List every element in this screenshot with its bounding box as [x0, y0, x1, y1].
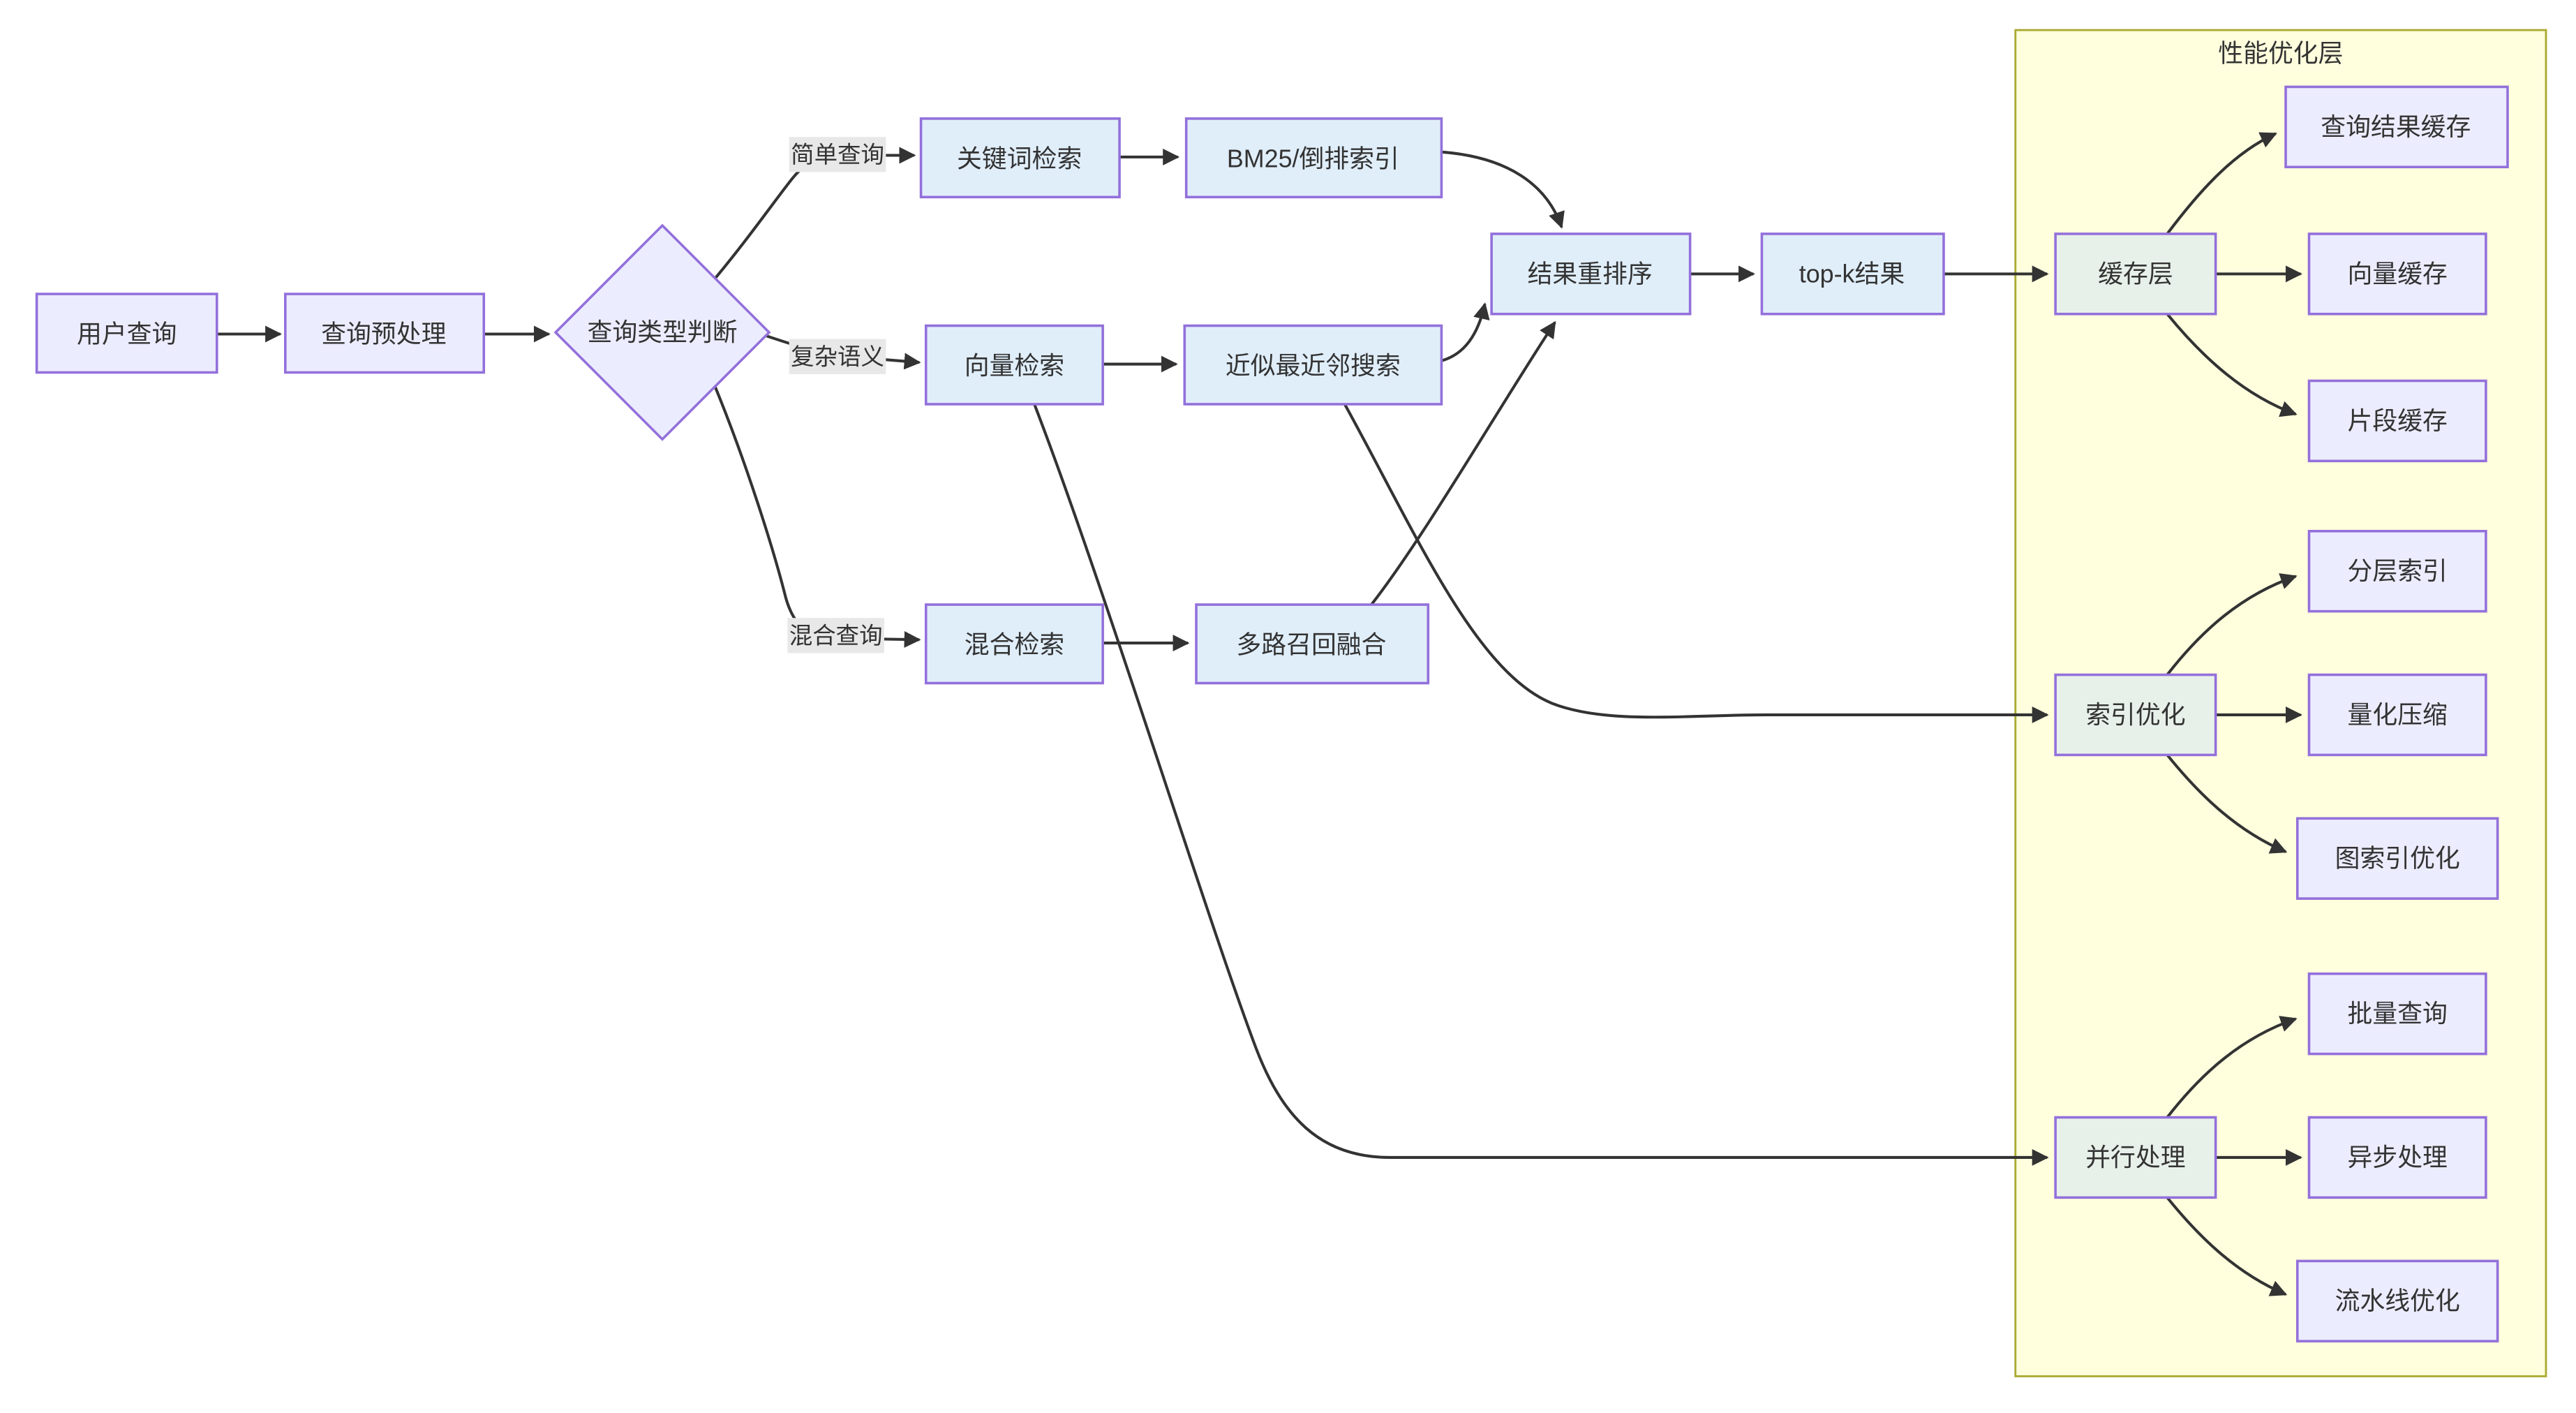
edge-label-hybrid-query: 混合查询 [787, 618, 884, 653]
node-idxopt-label: 索引优化 [2085, 701, 2185, 729]
edge-bm25-to-rerank [1441, 150, 1565, 229]
node-decision-diamond: 查询类型判断 [553, 223, 771, 441]
node-preprocess-label: 查询预处理 [321, 320, 446, 348]
node-keyword-retrieval: 关键词检索 [919, 117, 1121, 199]
cluster-title: 性能优化层 [2218, 40, 2343, 68]
node-ann-box [1183, 324, 1443, 406]
node-parallel-label: 并行处理 [2085, 1144, 2185, 1171]
edge-label-simple-query: 简单查询 [789, 137, 886, 172]
node-vector-label: 向量检索 [965, 352, 1064, 380]
node-hybrid-label: 混合检索 [965, 630, 1064, 658]
node-bm25-inverted-index: BM25/倒排索引 [1184, 117, 1443, 199]
node-keyword-label: 关键词检索 [957, 145, 1082, 172]
node-user-query-label: 用户查询 [77, 320, 177, 348]
node-fragment-cache: 片段缓存 [2307, 379, 2487, 463]
node-idxopt-box [2054, 673, 2217, 757]
node-layer: 用户查询 查询预处理 查询类型判断 关键词检索 BM25/倒排索引 向量检索 近… [35, 85, 2509, 1342]
edge-label-complex-text: 复杂语义 [791, 344, 884, 370]
edge-label-hybrid-bg [787, 618, 884, 653]
node-asyncp-box [2307, 1116, 2487, 1199]
node-rerank-label: 结果重排序 [1528, 260, 1653, 288]
node-keyword-box [919, 117, 1121, 199]
node-qcache-label: 查询结果缓存 [2321, 113, 2471, 141]
node-bm25-box [1184, 117, 1443, 199]
node-quant-label: 量化压缩 [2348, 701, 2448, 729]
node-async-processing: 异步处理 [2307, 1116, 2487, 1199]
edge-label-complex-bg [789, 339, 886, 374]
node-hybrid-retrieval: 混合检索 [924, 603, 1104, 685]
node-qcache-box [2284, 85, 2509, 169]
node-hieridx-box [2307, 530, 2487, 613]
node-rerank-box [1490, 232, 1692, 316]
edge-cache-to-fcache [2166, 313, 2298, 417]
node-batch-label: 批量查询 [2348, 1000, 2448, 1028]
node-topk-results: top-k结果 [1760, 232, 1945, 316]
node-vcache-box [2307, 232, 2487, 316]
edge-label-hybrid-text: 混合查询 [789, 623, 883, 649]
node-vector-box [924, 324, 1104, 406]
node-multipath-fusion: 多路召回融合 [1195, 603, 1430, 685]
edge-fusion-to-rerank [1370, 320, 1556, 606]
node-bm25-label: BM25/倒排索引 [1227, 145, 1399, 172]
node-quant-box [2307, 673, 2487, 757]
node-hybrid-box [924, 603, 1104, 685]
node-batch-query: 批量查询 [2307, 972, 2487, 1056]
node-graphidx-label: 图索引优化 [2335, 845, 2460, 873]
edge-label-simple-bg [789, 137, 886, 172]
node-pipeline-box [2295, 1259, 2499, 1342]
node-cache-label: 缓存层 [2098, 260, 2173, 288]
node-fcache-label: 片段缓存 [2348, 407, 2448, 435]
node-cache-box [2054, 232, 2217, 316]
node-decision-label: 查询类型判断 [588, 318, 738, 346]
node-topk-box [1760, 232, 1945, 316]
edge-vector-to-parallel [1033, 404, 2049, 1166]
node-cache-layer: 缓存层 [2054, 232, 2217, 316]
node-pipeline-optimization: 流水线优化 [2295, 1259, 2499, 1342]
edge-decision-to-hybrid [713, 383, 921, 648]
node-preprocess-box [283, 293, 486, 374]
edge-idxopt-to-hieridx [2166, 573, 2298, 676]
edge-layer [216, 132, 2302, 1296]
node-asyncp-label: 异步处理 [2348, 1144, 2448, 1171]
node-parallel-box [2054, 1116, 2217, 1199]
edge-ann-to-idxopt [1343, 403, 2049, 723]
node-ann-search: 近似最近邻搜索 [1183, 324, 1443, 406]
node-user-query-box [35, 293, 218, 374]
node-user-query: 用户查询 [35, 293, 218, 374]
node-batch-box [2307, 972, 2487, 1056]
edge-label-simple-text: 简单查询 [791, 142, 884, 168]
edge-parallel-to-batch [2166, 1016, 2298, 1118]
node-hierarchical-index: 分层索引 [2307, 530, 2487, 613]
node-fusion-box [1195, 603, 1430, 685]
edge-label-layer: 简单查询 复杂语义 混合查询 [787, 137, 886, 653]
node-rerank: 结果重排序 [1490, 232, 1692, 316]
node-vcache-label: 向量缓存 [2348, 260, 2448, 288]
node-topk-label: top-k结果 [1799, 260, 1905, 288]
node-ann-label: 近似最近邻搜索 [1226, 352, 1401, 380]
node-graph-index-optimization: 图索引优化 [2295, 817, 2499, 900]
node-index-optimization: 索引优化 [2054, 673, 2217, 757]
edge-parallel-to-pipeline [2166, 1197, 2288, 1296]
node-preprocess: 查询预处理 [283, 293, 486, 374]
node-vector-retrieval: 向量检索 [924, 324, 1104, 406]
node-query-result-cache: 查询结果缓存 [2284, 85, 2509, 169]
edge-cache-to-qcache [2166, 132, 2277, 235]
node-hieridx-label: 分层索引 [2348, 557, 2448, 585]
edge-label-complex-semantics: 复杂语义 [789, 339, 886, 374]
node-graphidx-box [2295, 817, 2499, 900]
node-fusion-label: 多路召回融合 [1236, 630, 1386, 658]
node-decision-shape [553, 223, 771, 441]
edge-decision-to-keyword [708, 147, 916, 287]
node-parallel-processing: 并行处理 [2054, 1116, 2217, 1199]
node-quantization-compression: 量化压缩 [2307, 673, 2487, 757]
edge-ann-to-rerank [1440, 302, 1490, 362]
edge-idxopt-to-graphidx [2166, 754, 2288, 854]
node-vector-cache: 向量缓存 [2307, 232, 2487, 316]
node-pipeline-label: 流水线优化 [2335, 1287, 2460, 1315]
node-fcache-box [2307, 379, 2487, 463]
